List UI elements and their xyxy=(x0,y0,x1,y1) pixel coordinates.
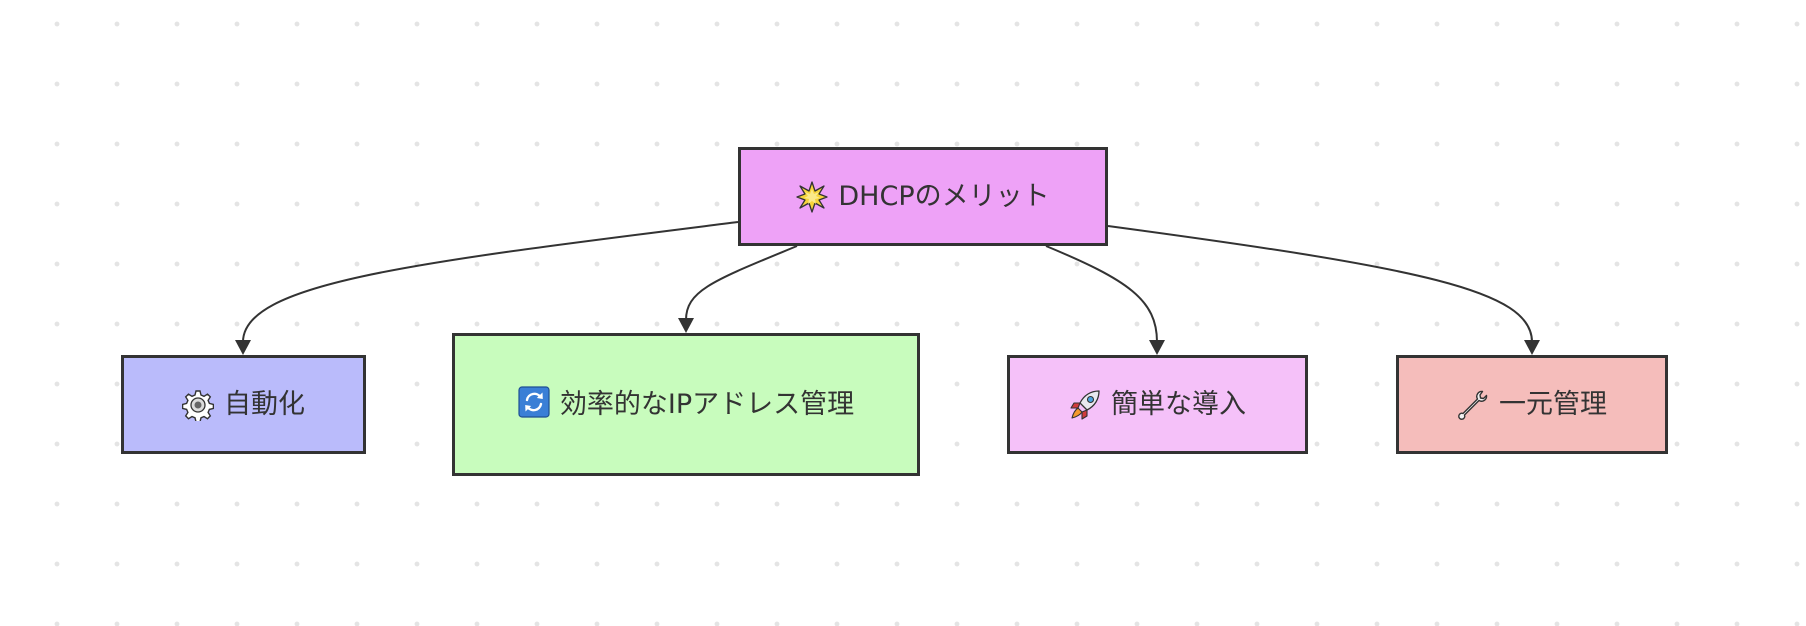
sparkle-icon xyxy=(796,180,829,213)
root-node-label: DHCPのメリット xyxy=(838,181,1050,212)
node-auto[interactable]: 自動化 xyxy=(121,355,366,454)
rocket-icon xyxy=(1069,389,1101,421)
wrench-icon xyxy=(1457,389,1489,421)
arrowhead-auto xyxy=(235,340,251,355)
arrowhead-deploy xyxy=(1149,340,1165,355)
arrowhead-central xyxy=(1524,340,1540,355)
node-central-label: 一元管理 xyxy=(1499,389,1607,420)
node-auto-label: 自動化 xyxy=(224,389,305,420)
node-ip-content: 効率的なIPアドレス管理 xyxy=(516,384,856,425)
edge-root-to-auto xyxy=(242,221,739,343)
refresh-icon xyxy=(518,386,550,418)
node-auto-content: 自動化 xyxy=(182,384,305,425)
node-central-content: 一元管理 xyxy=(1457,384,1607,425)
gear-icon xyxy=(182,389,214,421)
node-easy-deploy[interactable]: 簡単な導入 xyxy=(1007,355,1308,454)
node-deploy-label: 簡単な導入 xyxy=(1111,389,1246,420)
root-node[interactable]: DHCPのメリット xyxy=(738,147,1108,246)
arrowhead-ip xyxy=(678,318,694,333)
node-central-management[interactable]: 一元管理 xyxy=(1396,355,1668,454)
node-ip-label: 効率的なIPアドレス管理 xyxy=(559,389,855,420)
root-node-content: DHCPのメリット xyxy=(796,176,1050,217)
edge-root-to-central xyxy=(1107,225,1533,343)
edge-root-to-deploy xyxy=(1045,245,1158,343)
node-deploy-content: 簡単な導入 xyxy=(1069,384,1246,425)
edge-root-to-ip xyxy=(685,245,798,321)
node-ip-management[interactable]: 効率的なIPアドレス管理 xyxy=(452,333,920,476)
